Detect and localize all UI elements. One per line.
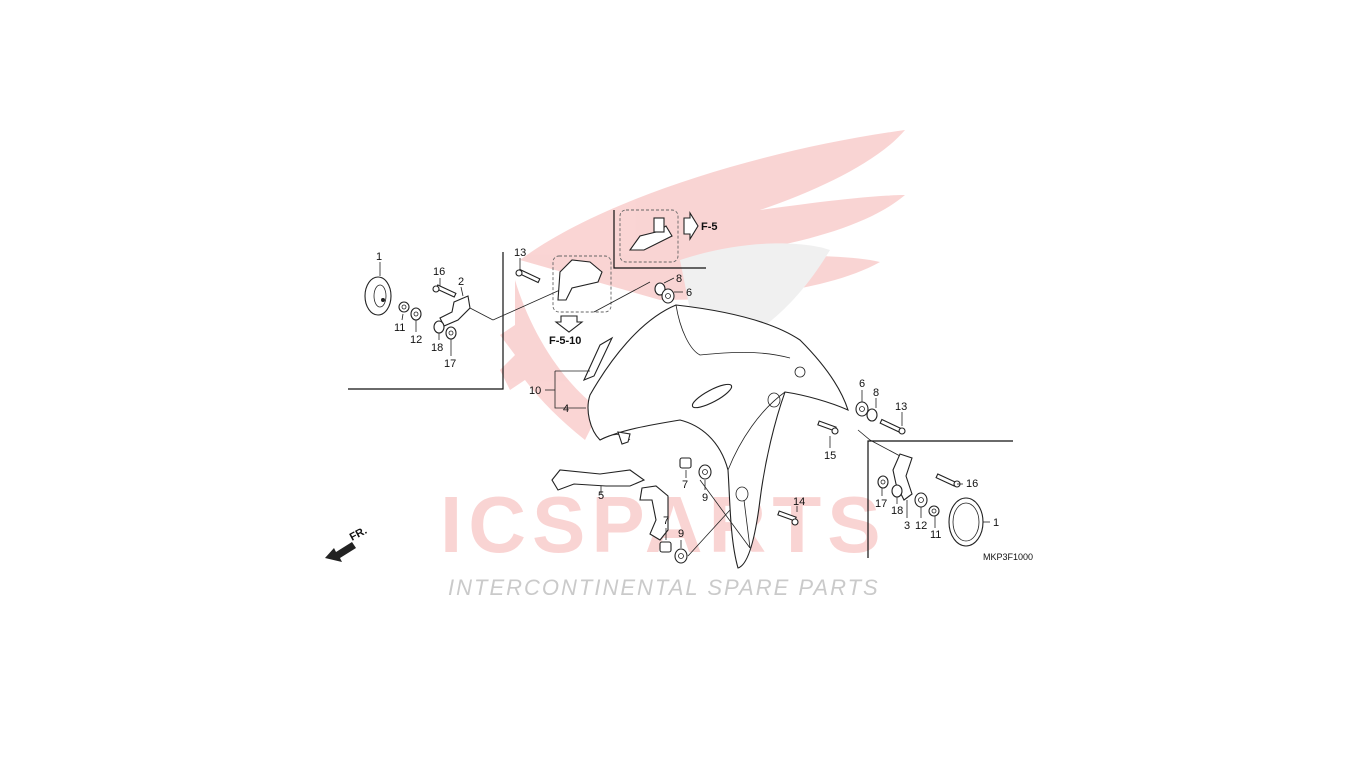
top-reference-frame	[613, 210, 706, 269]
reference-F-5-link[interactable]: F-5	[701, 221, 718, 233]
callout-11-left[interactable]: 11	[394, 322, 405, 334]
grommet-9-top-part[interactable]	[698, 464, 712, 480]
bolt-16-right-part[interactable]	[935, 473, 961, 488]
callout-2[interactable]: 2	[458, 276, 464, 288]
callout-16-left[interactable]: 16	[433, 266, 445, 278]
callout-6-right[interactable]: 6	[859, 378, 865, 390]
bracket-2-part[interactable]	[439, 295, 471, 327]
callout-9-bottom[interactable]: 9	[678, 528, 684, 540]
callout-7-top[interactable]: 7	[682, 479, 688, 491]
callout-12-right[interactable]: 12	[915, 520, 927, 532]
callout-17-right[interactable]: 17	[875, 498, 887, 510]
collar-7-top-part[interactable]	[679, 457, 692, 469]
bolt-16-left-part[interactable]	[432, 284, 457, 298]
callout-15[interactable]: 15	[824, 450, 836, 462]
callout-9-top[interactable]: 9	[702, 492, 708, 504]
grommet-9-bottom-part[interactable]	[674, 548, 688, 564]
callout-16-right[interactable]: 16	[966, 478, 978, 490]
arrow-to-F-5-10	[554, 315, 584, 333]
bolt-13-left-part[interactable]	[515, 268, 541, 284]
bolt-13-right-part[interactable]	[879, 418, 906, 435]
nut-11-right-part[interactable]	[928, 505, 940, 517]
callout-5[interactable]: 5	[598, 490, 604, 502]
callout-12-left[interactable]: 12	[410, 334, 422, 346]
callout-6-top[interactable]: 6	[686, 287, 692, 299]
callout-13-right[interactable]: 13	[895, 401, 907, 413]
nut-11-left-part[interactable]	[398, 301, 410, 313]
callout-1-right[interactable]: 1	[993, 517, 999, 529]
callout-18-right[interactable]: 18	[891, 505, 903, 517]
arrow-to-F-5	[683, 211, 699, 241]
callout-17-left[interactable]: 17	[444, 358, 456, 370]
grommet-6-top-part[interactable]	[661, 288, 675, 304]
grommet-17-left-part[interactable]	[445, 326, 457, 340]
callout-8-right[interactable]: 8	[873, 387, 879, 399]
callout-13-left[interactable]: 13	[514, 247, 526, 259]
fender-stay-5-part[interactable]	[551, 469, 669, 541]
bolt-15-part[interactable]	[817, 420, 839, 435]
callout-14[interactable]: 14	[793, 496, 805, 508]
reference-F-5-10-link[interactable]: F-5-10	[549, 335, 581, 347]
collar-7-bottom-part[interactable]	[659, 541, 672, 553]
stripe-decal-10-part[interactable]	[582, 336, 614, 382]
callout-18-left[interactable]: 18	[431, 342, 443, 354]
diagram-code: MKP3F1000	[983, 552, 1033, 562]
callout-7-bottom[interactable]: 7	[663, 515, 669, 527]
cover-left-part[interactable]	[364, 276, 392, 316]
grommet-17-right-part[interactable]	[877, 475, 889, 489]
callout-3[interactable]: 3	[904, 520, 910, 532]
front-fender-part[interactable]	[587, 304, 849, 569]
callout-1-left[interactable]: 1	[376, 251, 382, 263]
callout-8-top[interactable]: 8	[676, 273, 682, 285]
right-inset-frame	[867, 440, 1013, 558]
forward-direction-arrow	[325, 542, 356, 562]
direction-label: FR.	[348, 525, 369, 544]
collar-18-right-part[interactable]	[891, 484, 903, 498]
grommet-6-right-part[interactable]	[855, 401, 869, 417]
bolt-14-part[interactable]	[777, 510, 799, 526]
washer-8-right-part[interactable]	[866, 408, 878, 422]
callout-11-right[interactable]: 11	[930, 529, 941, 541]
left-inset-frame	[348, 252, 504, 390]
hose-clamp-reference-part	[619, 209, 679, 263]
callout-4[interactable]: 4	[563, 403, 569, 415]
tagline-watermark: INTERCONTINENTAL SPARE PARTS	[448, 575, 880, 600]
cover-right-part[interactable]	[948, 497, 984, 547]
callout-labels: 1 16 2 11 12 18 17 13 8 6 10 4 6 8 13 15…	[376, 247, 999, 541]
washer-12-left-part[interactable]	[410, 307, 422, 321]
collar-18-left-part[interactable]	[433, 320, 445, 334]
fender-stay-bracket-part[interactable]	[552, 255, 612, 313]
callout-10[interactable]: 10	[529, 385, 541, 397]
washer-12-right-part[interactable]	[914, 492, 928, 508]
